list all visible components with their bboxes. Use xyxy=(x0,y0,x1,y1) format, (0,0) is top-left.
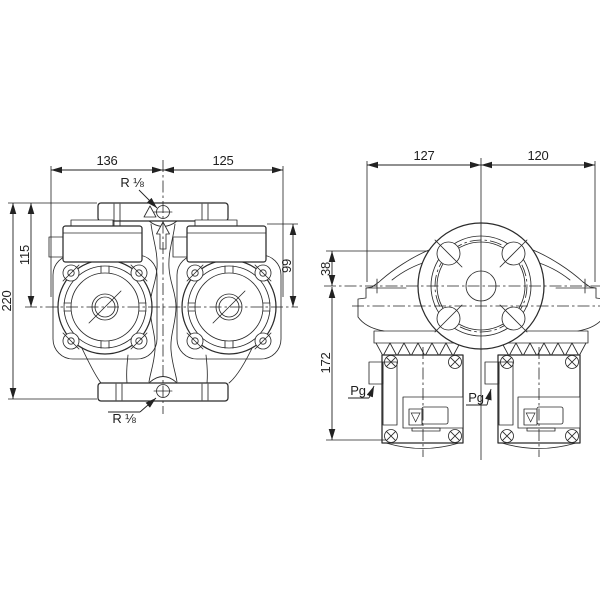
warning-triangle-icon xyxy=(143,205,157,218)
motor2-cable-gland xyxy=(484,361,500,385)
motor1-terminal-box: ▽ xyxy=(402,396,464,432)
front-assembly xyxy=(48,202,282,402)
motor1-bottom-arc xyxy=(385,442,460,449)
pump2-head xyxy=(176,254,282,360)
motor2-screws xyxy=(500,355,579,443)
side-dimensions: 127 120 38 172 Pg Pg xyxy=(318,148,596,441)
thread-label-top: R ⅛ xyxy=(120,175,144,190)
gland-label-right: Pg xyxy=(468,390,484,405)
pump2-box-cap xyxy=(194,219,238,227)
motor2-gland-column xyxy=(498,361,514,426)
top-port-stubs xyxy=(113,203,209,227)
leader-arrow xyxy=(485,388,492,406)
dim-label-172: 172 xyxy=(318,352,333,373)
flange-bolt-holes xyxy=(434,239,528,333)
front-view: 136 125 220 115 99 R ⅛ R ⅛ xyxy=(0,153,298,426)
leader-arrow xyxy=(138,189,158,209)
motor1-cable-gland xyxy=(368,361,384,385)
pump1-ring-outer xyxy=(63,265,147,349)
motor1-screws xyxy=(384,355,462,443)
motor1-fins xyxy=(375,342,461,357)
motor1-gland-column xyxy=(382,361,398,426)
dim-label-127: 127 xyxy=(413,148,434,163)
pump2-hub-slash xyxy=(212,290,246,324)
motor2-bottom-arc xyxy=(501,442,577,449)
leader-arrow xyxy=(366,385,375,399)
side-view: ▽ ▽ xyxy=(318,148,600,460)
dim-label-99: 99 xyxy=(279,259,294,273)
motor2-terminal-box: ▽ xyxy=(517,396,581,432)
dim-label-125: 125 xyxy=(212,153,233,168)
pump1-ring-ticks xyxy=(63,265,147,349)
motor2: ▽ xyxy=(484,354,581,449)
pump2-cable-gland xyxy=(172,236,188,258)
pump2-ring-outer xyxy=(187,265,271,349)
motor2-fins xyxy=(501,342,587,357)
pump2-bolts xyxy=(186,264,272,350)
pump1-hub-slash xyxy=(88,290,122,324)
pump2-terminal-box xyxy=(172,219,267,263)
leader-arrow xyxy=(139,397,157,413)
dim-label-38: 38 xyxy=(318,262,333,276)
pump1-terminal-box xyxy=(48,219,143,263)
dim-label-220: 220 xyxy=(0,290,14,311)
front-dimensions: 136 125 220 115 99 R ⅛ R ⅛ xyxy=(0,153,298,426)
thread-callout-bottom: R ⅛ xyxy=(108,397,157,426)
bottom-port-stubs xyxy=(115,383,209,401)
gland-callout-right: Pg xyxy=(466,388,492,406)
gland-label-left: Pg xyxy=(350,383,366,398)
terminal-symbol: ▽ xyxy=(526,409,536,424)
pump1-box-cap xyxy=(70,219,114,227)
terminal-symbol: ▽ xyxy=(411,409,421,424)
pump1-cable-gland xyxy=(48,236,64,258)
dim-label-136: 136 xyxy=(96,153,117,168)
gland-callout-left: Pg xyxy=(348,383,375,399)
side-assembly: ▽ ▽ xyxy=(357,222,600,449)
thread-callout-top: R ⅛ xyxy=(120,175,158,209)
motor1: ▽ xyxy=(368,354,464,449)
dim-label-120: 120 xyxy=(527,148,548,163)
pump1-bolts xyxy=(62,264,148,350)
thread-label-bottom: R ⅛ xyxy=(112,411,136,426)
pump2-ring-ticks xyxy=(187,265,271,349)
dim-label-115: 115 xyxy=(17,245,32,265)
